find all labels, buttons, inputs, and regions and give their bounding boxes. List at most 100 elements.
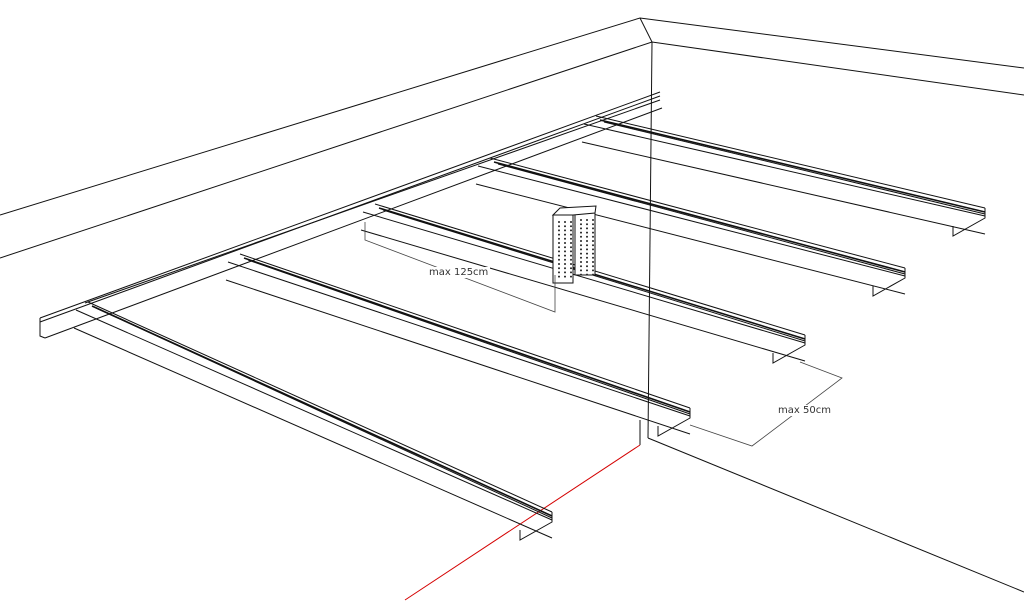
perforation-hole	[592, 227, 594, 230]
wall-corner-line	[639, 17, 653, 43]
perforation-hole	[570, 246, 572, 249]
perforation-hole	[570, 254, 572, 257]
perforation-hole	[558, 263, 560, 265]
perforation-hole	[592, 261, 594, 263]
joist-edge	[243, 257, 691, 413]
joist-edge	[477, 165, 906, 277]
joist-channel	[475, 157, 906, 297]
track-end	[39, 318, 46, 339]
perforation-hole	[580, 248, 582, 251]
perforation-hole	[570, 229, 572, 232]
joist-edge	[225, 279, 691, 435]
perforation-hole	[592, 235, 594, 238]
joist-edge	[227, 261, 691, 417]
perforation-hole	[586, 273, 588, 276]
perforation-hole	[558, 246, 560, 249]
joist-edge	[75, 309, 553, 521]
dimension-line-50	[689, 361, 843, 447]
joist-edge	[95, 307, 553, 519]
dimension-label-hanger-spacing: max 125cm	[427, 267, 491, 278]
perforation-hole	[558, 242, 560, 244]
perforation-hole	[580, 223, 582, 226]
perforation-hole	[580, 231, 582, 234]
perforation-hole	[586, 252, 588, 255]
perforation-hole	[558, 254, 560, 257]
perforation-hole	[564, 258, 566, 261]
joist-edge	[603, 121, 986, 215]
joist-edge	[360, 229, 806, 362]
hanger-perforations	[558, 219, 594, 278]
perforation-hole	[564, 271, 566, 274]
perforation-hole	[564, 246, 566, 249]
perforation-hole	[570, 271, 572, 274]
joist-end-cap	[772, 335, 806, 364]
wall-track-channel	[39, 91, 663, 339]
perforation-hole	[580, 235, 582, 238]
perforation-hole	[570, 233, 572, 236]
joist-edge	[497, 163, 906, 275]
floor-reference-line	[404, 444, 641, 601]
perforation-hole	[592, 231, 594, 234]
perforation-hole	[586, 240, 588, 242]
perforation-hole	[570, 237, 572, 240]
perforation-hole	[586, 269, 588, 272]
joist-edge	[599, 119, 986, 213]
perforation-hole	[586, 256, 588, 259]
perforation-hole	[570, 225, 572, 228]
perforation-hole	[592, 256, 594, 259]
perforation-hole	[586, 219, 588, 221]
wall-corner-vertical	[647, 41, 653, 439]
track-edge	[44, 107, 663, 339]
joist-edge	[489, 157, 906, 269]
perforation-hole	[570, 242, 572, 244]
perforation-hole	[564, 267, 566, 270]
joist-edge	[583, 123, 986, 217]
perforation-hole	[580, 261, 582, 263]
joist-channel	[73, 301, 553, 541]
joist-edge	[475, 183, 906, 295]
perforation-hole	[558, 267, 560, 270]
perforation-hole	[580, 240, 582, 242]
track-edge	[39, 91, 661, 319]
wall-top-outer-edge	[0, 17, 1024, 216]
perforation-hole	[564, 254, 566, 257]
perforation-hole	[564, 221, 566, 223]
perforation-hole	[586, 248, 588, 251]
perforation-hole	[564, 225, 566, 228]
perforation-hole	[564, 250, 566, 253]
joist-end-cap	[952, 208, 986, 237]
joist-edge	[87, 301, 553, 513]
perforation-hole	[558, 275, 560, 278]
perforation-hole	[592, 273, 594, 276]
perforation-hole	[564, 275, 566, 278]
perforation-hole	[564, 233, 566, 236]
perforation-hole	[592, 252, 594, 255]
track-edge	[84, 99, 661, 304]
hanger-top	[551, 205, 597, 216]
joist-channel	[581, 115, 986, 237]
joist-edge	[595, 115, 986, 209]
perforation-hole	[558, 221, 560, 223]
perforation-hole	[592, 244, 594, 247]
perforation-hole	[586, 227, 588, 230]
dimension-lines	[364, 222, 843, 447]
perforation-hole	[558, 233, 560, 236]
perforation-hole	[570, 267, 572, 270]
perforation-hole	[570, 221, 572, 223]
joist-end-cap	[519, 512, 553, 541]
perforation-hole	[580, 244, 582, 247]
wall-floor-edge	[647, 437, 1024, 593]
perforation-hole	[580, 265, 582, 268]
perforation-hole	[580, 227, 582, 230]
perforation-hole	[558, 258, 560, 261]
perforation-hole	[570, 250, 572, 253]
perforation-hole	[558, 237, 560, 240]
perforation-hole	[592, 265, 594, 268]
perforation-hole	[592, 223, 594, 226]
perforation-hole	[558, 229, 560, 232]
joist-end-cap	[872, 268, 906, 297]
ceiling-joists	[73, 115, 986, 541]
perforation-hole	[564, 263, 566, 265]
